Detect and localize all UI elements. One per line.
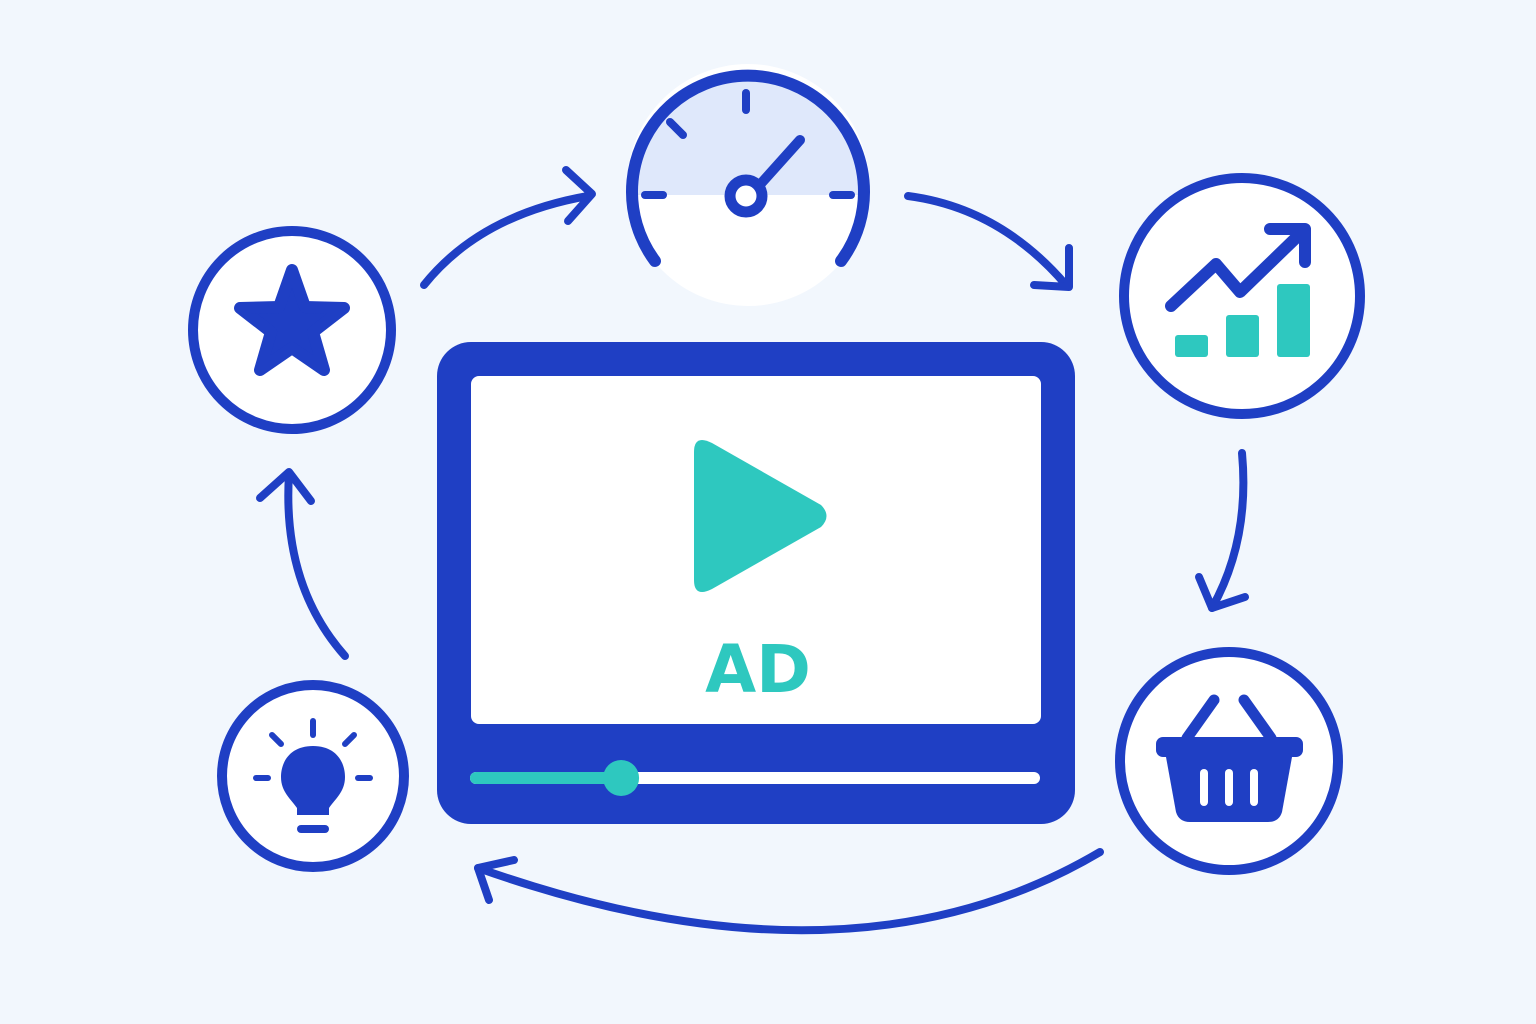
lightbulb-bulb [281, 746, 345, 815]
growth-chart-icon [1165, 223, 1311, 357]
basket-handle-right [1238, 694, 1277, 744]
arrow-chart-to-basket [1195, 449, 1249, 612]
arrow-star-to-gauge [420, 166, 596, 289]
speedometer-needle [752, 135, 805, 193]
lightbulb-rays [253, 718, 373, 781]
arrow-basket-to-bulb [474, 848, 1104, 935]
speedometer-hub [724, 174, 768, 218]
arrow-bulb-to-star [256, 468, 349, 660]
trend-arrowhead [1264, 223, 1311, 268]
speedometer-dial [626, 69, 870, 267]
lightbulb-icon [253, 718, 373, 833]
ad-label: AD [705, 631, 811, 708]
growth-chart-node [1119, 173, 1365, 419]
cycle-arrows [256, 166, 1249, 935]
shopping-basket-icon [1156, 694, 1303, 822]
progress-handle[interactable] [603, 760, 640, 796]
arrow-chart-to-basket-head [1195, 573, 1249, 612]
basket-handle-left [1181, 694, 1220, 744]
arrow-gauge-to-chart-head [1030, 244, 1073, 291]
trend-line [1165, 228, 1306, 312]
speedometer-upper-fill [627, 74, 869, 195]
shopping-basket-node [1115, 647, 1343, 875]
arrow-basket-to-bulb-head [474, 856, 518, 904]
play-icon[interactable] [694, 440, 827, 592]
chart-bar-1 [1175, 335, 1208, 357]
speedometer-icon [626, 69, 870, 267]
chart-bar-3 [1277, 284, 1310, 357]
arrow-star-to-gauge-head [562, 166, 596, 225]
speedometer-node [626, 64, 870, 306]
arrow-bulb-to-star-head [256, 468, 315, 505]
lightbulb-node [217, 680, 409, 872]
speedometer-tick-left [666, 118, 687, 139]
arrow-gauge-to-chart [904, 192, 1073, 291]
video-player: AD [437, 342, 1075, 824]
basket-rim [1156, 737, 1303, 757]
chart-bar-2 [1226, 315, 1259, 357]
star-node [188, 226, 396, 434]
star-icon [234, 264, 350, 376]
